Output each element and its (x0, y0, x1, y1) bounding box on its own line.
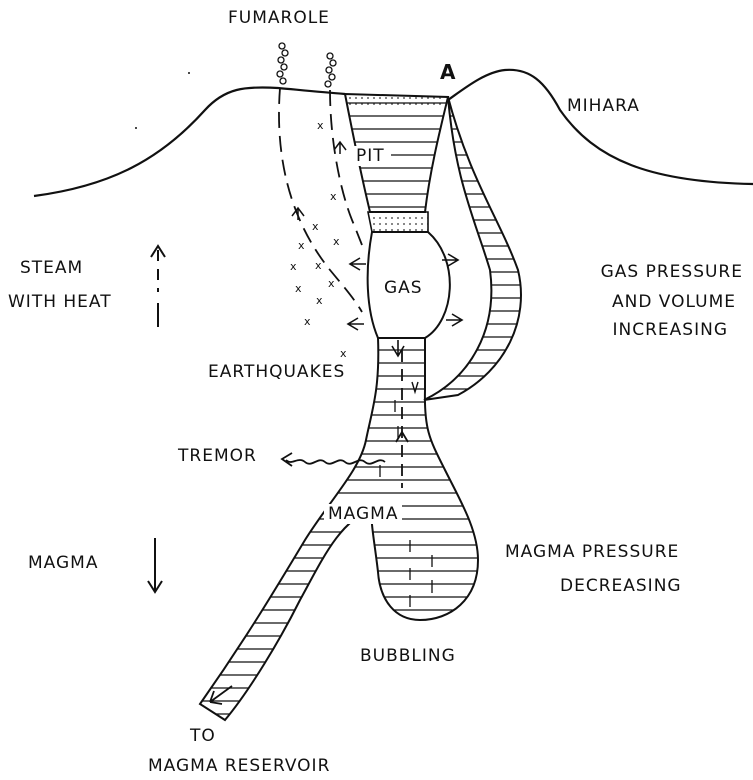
svg-text:x: x (316, 294, 323, 307)
mountain-profile-right (448, 70, 753, 184)
gas-pressure-label-line1: GAS PRESSURE (540, 262, 743, 282)
steam-label-line2: WITH HEAT (8, 292, 112, 312)
pit-top-crust (347, 96, 445, 108)
earthquakes-label: EARTHQUAKES (208, 362, 345, 382)
reservoir-label-line1: TO (190, 726, 216, 746)
fumarole-label: FUMAROLE (228, 8, 330, 28)
svg-text:x: x (333, 235, 340, 248)
gas-pressure-label-line2: AND VOLUME (540, 292, 736, 312)
magma-side-label: MAGMA (28, 553, 98, 573)
reservoir-label-line2: MAGMA RESERVOIR (148, 756, 330, 776)
steam-flow-arrow-2 (334, 142, 346, 154)
tremor-arrowhead (282, 453, 292, 466)
pit-label: PIT (350, 146, 391, 166)
steam-label-line1: STEAM (20, 258, 83, 278)
svg-text:x: x (298, 239, 305, 252)
fumarole-plume (277, 43, 336, 87)
bubbling-label: BUBBLING (360, 646, 456, 666)
svg-text:x: x (295, 282, 302, 295)
magma-pressure-label-line2: DECREASING (560, 576, 682, 596)
svg-text:x: x (315, 259, 322, 272)
svg-text:x: x (312, 220, 319, 233)
pit-bottom-crust (368, 212, 428, 232)
svg-text:x: x (330, 190, 337, 203)
steam-flow-arrow-1 (292, 208, 304, 220)
svg-text:x: x (317, 119, 324, 132)
gas-pressure-label-line3: INCREASING (540, 320, 728, 340)
svg-text:x: x (304, 315, 311, 328)
gas-label: GAS (384, 278, 423, 298)
mihara-label: MIHARA (567, 96, 640, 116)
mountain-profile-left (34, 87, 345, 196)
svg-text:x: x (290, 260, 297, 273)
tremor-label: TREMOR (178, 446, 257, 466)
svg-text:x: x (340, 347, 347, 360)
magma-conduit-label: MAGMA (324, 504, 402, 524)
point-a-label: A (440, 62, 456, 82)
magma-pressure-label-line1: MAGMA PRESSURE (505, 542, 679, 562)
svg-text:x: x (328, 277, 335, 290)
